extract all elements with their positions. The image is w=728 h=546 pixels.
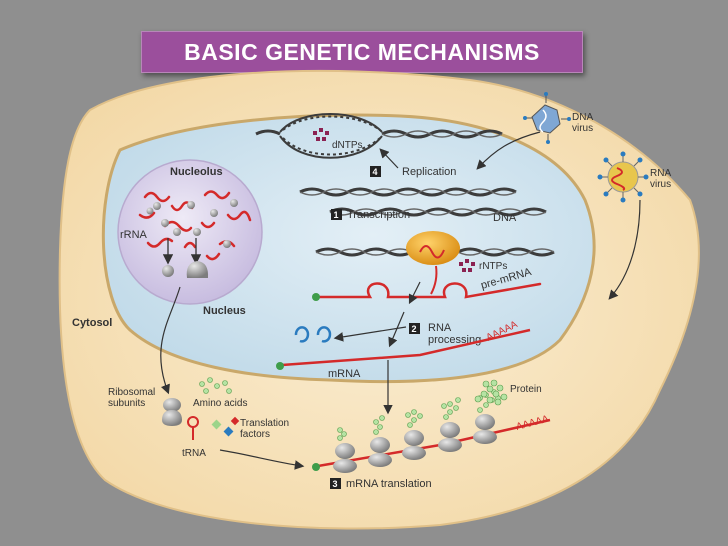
dna-virus-icon bbox=[523, 92, 571, 144]
protein-cluster bbox=[474, 379, 508, 406]
nucleolus-label: Nucleolus bbox=[170, 166, 223, 178]
nucleolus-particles bbox=[146, 199, 238, 248]
dna-label: DNA bbox=[493, 212, 517, 224]
step-1-number: 1 bbox=[334, 210, 339, 220]
rrna-label: rRNA bbox=[120, 229, 148, 241]
trna-label: tRNA bbox=[182, 448, 206, 459]
amino-acids-label: Amino acids bbox=[193, 398, 247, 409]
protein-label: Protein bbox=[510, 384, 542, 395]
step-1-label: Transcription bbox=[347, 209, 410, 221]
nucleus-label: Nucleus bbox=[203, 305, 246, 317]
dntps-label: dNTPs bbox=[332, 140, 363, 151]
step-2-number: 2 bbox=[412, 324, 417, 334]
page-title: BASIC GENETIC MECHANISMS bbox=[184, 38, 540, 65]
rna-virus-icon bbox=[597, 151, 649, 203]
cytosol-ribosome bbox=[162, 398, 182, 426]
translation-factors-label-1: Translation bbox=[240, 418, 289, 429]
translation-factors-label-2: factors bbox=[240, 429, 270, 440]
step-2-label-1: RNA bbox=[428, 322, 452, 334]
trna-icon bbox=[187, 416, 199, 440]
title-banner: BASIC GENETIC MECHANISMS bbox=[141, 31, 583, 73]
step-3-label: mRNA translation bbox=[346, 478, 432, 490]
polysome-ribosomes bbox=[333, 414, 497, 473]
small-subunit bbox=[162, 265, 174, 277]
dna-virus-label-1: DNA bbox=[572, 112, 593, 123]
cytosol-label: Cytosol bbox=[72, 317, 112, 329]
rntps-label: rNTPs bbox=[479, 261, 507, 272]
large-subunit bbox=[186, 261, 209, 278]
rntp-icons bbox=[459, 259, 475, 272]
translation-factor-red bbox=[230, 416, 240, 426]
amino-acid-dots bbox=[199, 377, 232, 394]
excised-introns bbox=[294, 326, 332, 343]
mrna-strand bbox=[281, 328, 531, 367]
step-4-number: 4 bbox=[373, 167, 378, 177]
step-3-box bbox=[330, 478, 341, 489]
step-2-box bbox=[409, 323, 420, 334]
step-3-number: 3 bbox=[333, 479, 338, 489]
rna-polymerase bbox=[406, 231, 460, 265]
rna-virus-label-1: RNA bbox=[650, 168, 671, 179]
step-4-label: Replication bbox=[402, 166, 456, 178]
ribosomal-subunits-label-2: subunits bbox=[108, 398, 145, 409]
replication-bubble bbox=[255, 113, 503, 159]
mrna-label: mRNA bbox=[328, 368, 361, 380]
rna-virus-label-2: virus bbox=[650, 179, 671, 190]
step-1-box bbox=[331, 209, 342, 220]
step-4-box bbox=[370, 166, 381, 177]
ribosomal-subunits-label-1: Ribosomal bbox=[108, 387, 155, 398]
step-2-label-2: processing bbox=[428, 334, 481, 346]
dna-virus-label-2: virus bbox=[572, 123, 593, 134]
translation-factor-green bbox=[211, 419, 222, 430]
translation-factor-blue bbox=[223, 426, 234, 437]
dntp-icons bbox=[313, 128, 329, 141]
dna-strands bbox=[299, 187, 555, 257]
